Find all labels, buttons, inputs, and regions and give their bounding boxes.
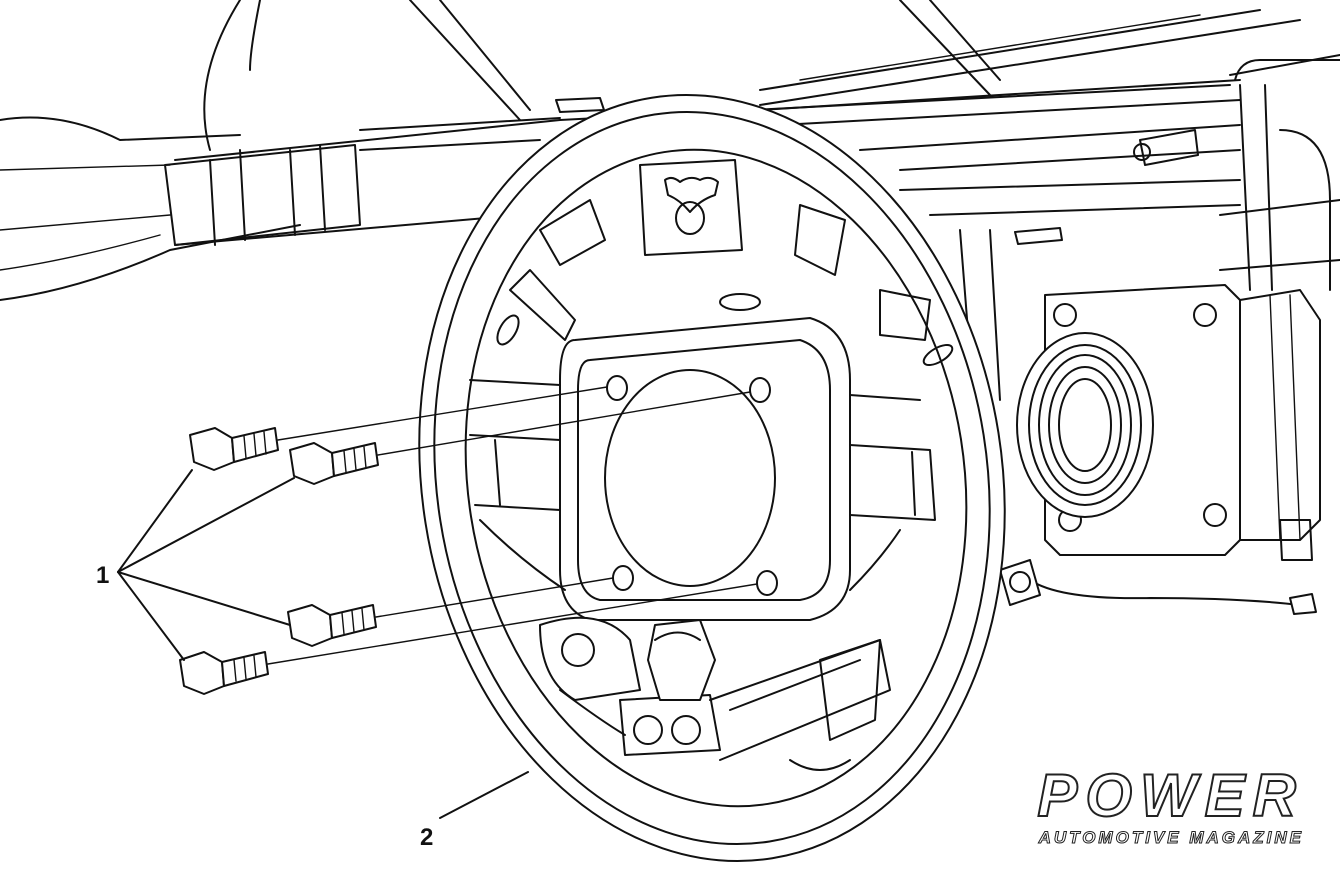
bolt bbox=[179, 651, 269, 695]
bolt-set bbox=[179, 386, 758, 695]
callout-leaders bbox=[117, 469, 529, 819]
callout-2-backing-plate: 2 bbox=[420, 824, 434, 851]
bolt bbox=[189, 427, 279, 471]
bolt bbox=[289, 442, 379, 485]
watermark: POWER AUTOMOTIVE MAGAZINE bbox=[1036, 762, 1304, 848]
axle-and-frame-lines bbox=[0, 0, 1340, 421]
bolt bbox=[287, 604, 377, 647]
watermark-tagline: AUTOMOTIVE MAGAZINE bbox=[1038, 828, 1304, 848]
hub-bearing-assembly bbox=[999, 284, 1321, 615]
watermark-brand: POWER bbox=[1036, 762, 1304, 829]
callout-1-bolts: 1 bbox=[96, 562, 110, 589]
backing-plate bbox=[418, 94, 1006, 862]
